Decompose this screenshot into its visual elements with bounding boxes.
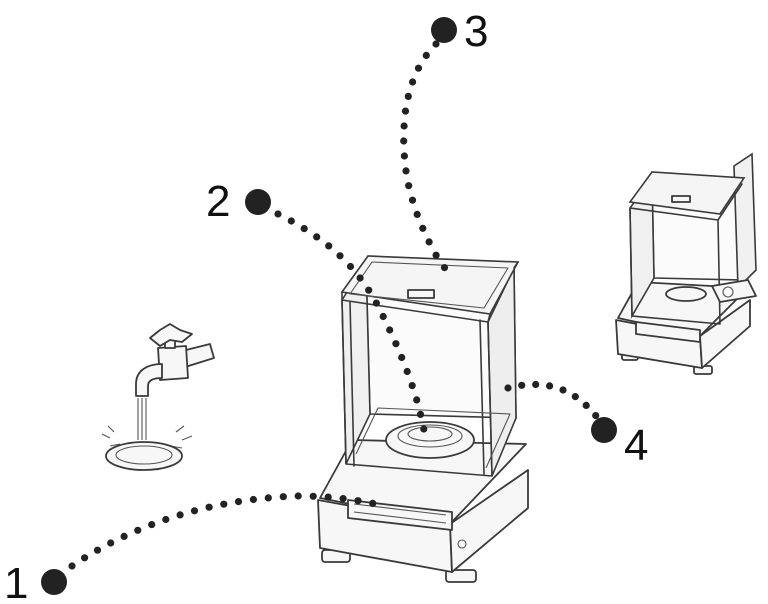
path-dot — [402, 167, 410, 175]
path-dot — [400, 122, 408, 130]
callout-4: 4 — [591, 417, 648, 470]
dotted-path-4 — [504, 380, 600, 420]
path-dot — [409, 78, 417, 86]
path-dot — [408, 196, 417, 204]
path-dot — [356, 274, 364, 282]
path-dot — [93, 546, 102, 554]
path-dot — [559, 386, 567, 394]
callout-3-marker — [431, 17, 457, 43]
path-dot — [300, 225, 308, 233]
path-dot — [422, 51, 430, 60]
path-dot — [432, 40, 440, 48]
path-dot — [420, 425, 428, 433]
path-dot — [440, 264, 449, 272]
path-dot — [162, 515, 170, 524]
path-dot — [249, 495, 257, 504]
callout-1: 1 — [4, 559, 67, 604]
path-dot — [325, 242, 333, 250]
path-dot — [582, 401, 590, 409]
path-dot — [379, 312, 387, 321]
callout-2-marker — [245, 189, 271, 215]
path-dot — [404, 92, 412, 100]
callout-4-marker — [591, 417, 617, 443]
path-dot — [432, 251, 440, 259]
path-dot — [176, 511, 184, 519]
callout-2: 2 — [206, 177, 271, 226]
path-dot — [339, 495, 347, 503]
path-dot — [532, 380, 540, 389]
path-dot — [279, 493, 287, 501]
path-dot — [408, 382, 416, 390]
path-dot — [405, 182, 413, 190]
path-dot — [425, 238, 433, 246]
callout-4-label: 4 — [624, 421, 648, 470]
callout-1-label: 1 — [4, 559, 28, 604]
callout-3-label: 3 — [464, 7, 488, 56]
path-dot — [287, 217, 295, 225]
path-dot — [592, 412, 600, 420]
path-dot — [190, 507, 199, 515]
callout-2-label: 2 — [206, 177, 230, 226]
path-dot — [81, 554, 89, 562]
path-dot — [400, 137, 408, 145]
path-dot — [571, 393, 579, 401]
path-dot — [264, 494, 272, 502]
path-dot — [398, 353, 406, 362]
path-dot — [107, 539, 115, 547]
analytical-balance-icon — [317, 255, 529, 583]
path-dot — [416, 410, 425, 418]
path-dot — [369, 499, 377, 507]
path-dot — [274, 210, 282, 218]
path-dot — [392, 340, 400, 348]
path-dot — [419, 224, 427, 232]
path-dot — [372, 299, 380, 307]
path-dot — [68, 562, 76, 570]
path-dot — [234, 498, 243, 506]
callout-1-marker — [41, 569, 67, 595]
dotted-path-3 — [400, 40, 449, 272]
path-dot — [413, 210, 421, 218]
path-dot — [309, 492, 317, 500]
path-dot — [401, 107, 410, 115]
path-dot — [403, 367, 411, 376]
path-dot — [336, 252, 344, 260]
small-balance-icon — [615, 152, 757, 375]
path-dot — [313, 233, 321, 241]
path-dot — [413, 396, 421, 404]
callout-3: 3 — [431, 7, 488, 56]
path-dot — [205, 503, 213, 511]
faucet-icon — [101, 323, 215, 471]
path-dot — [365, 286, 373, 294]
path-dot — [546, 382, 554, 390]
path-dot — [220, 500, 228, 508]
path-dot — [148, 521, 156, 529]
dotted-path-1 — [68, 492, 377, 570]
path-dot — [386, 326, 394, 334]
path-dot — [294, 492, 302, 500]
path-dot — [504, 384, 512, 392]
path-dot — [134, 526, 142, 534]
path-dot — [400, 152, 408, 160]
path-dot — [414, 64, 423, 72]
path-dot — [354, 497, 362, 505]
path-dot — [518, 381, 526, 389]
path-dot — [120, 532, 128, 541]
dotted-path-2 — [274, 210, 428, 433]
path-dot — [346, 262, 355, 271]
path-dot — [324, 493, 332, 501]
